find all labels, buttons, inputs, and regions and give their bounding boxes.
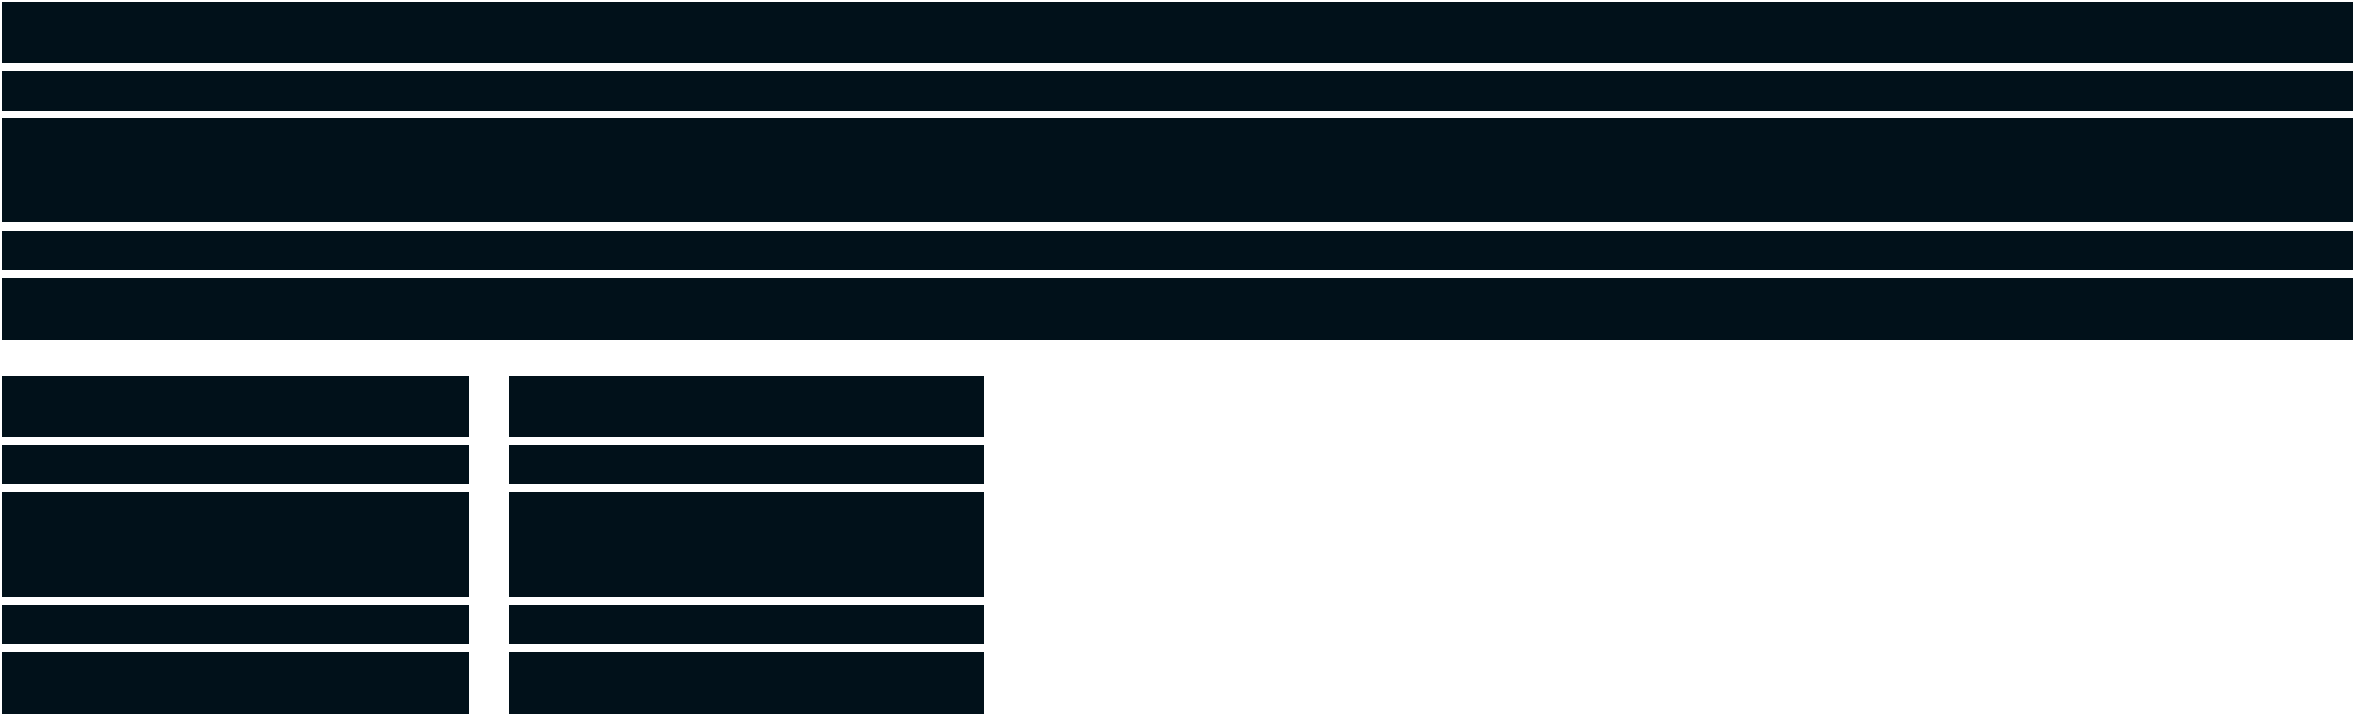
left-column-band-5 [2, 652, 469, 714]
top-band-5 [2, 278, 2353, 340]
right-column-band-3 [509, 492, 984, 597]
left-column-band-3 [2, 492, 469, 597]
right-column-band-5 [509, 652, 984, 714]
left-column-band-2 [2, 445, 469, 484]
left-column-band-1 [2, 376, 469, 437]
top-band-2 [2, 71, 2353, 111]
right-column-band-4 [509, 605, 984, 644]
top-band-3 [2, 118, 2353, 222]
top-band-4 [2, 231, 2353, 270]
top-band-1 [2, 2, 2353, 63]
right-column-band-2 [509, 445, 984, 484]
left-column-band-4 [2, 605, 469, 644]
right-column-band-1 [509, 376, 984, 437]
